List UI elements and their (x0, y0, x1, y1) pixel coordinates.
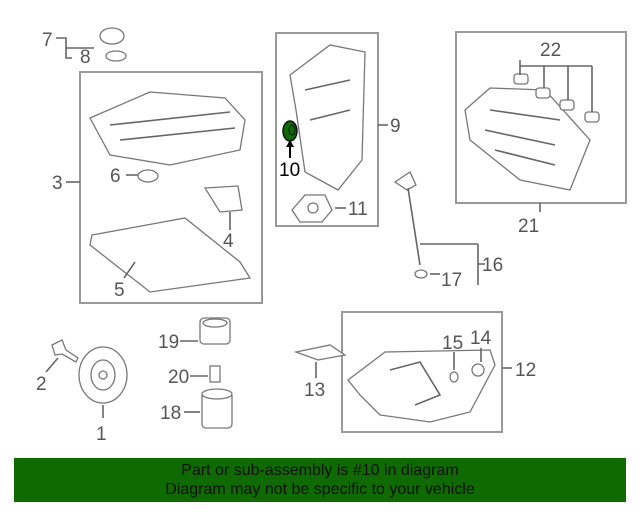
cap-gasket (105, 50, 127, 62)
oil-pump-11 (291, 194, 333, 223)
callout-12: 12 (515, 360, 536, 381)
bolt-20 (209, 365, 221, 383)
callout-11: 11 (348, 199, 368, 220)
callout-17: 17 (441, 270, 462, 291)
callout-19: 19 (158, 332, 179, 353)
timing-cover (289, 44, 366, 191)
callout-9: 9 (390, 116, 401, 137)
valve-cover-gasket-5 (89, 217, 252, 293)
callout-15: 15 (442, 333, 463, 354)
callout-6: 6 (110, 166, 121, 187)
callout-8: 8 (80, 47, 91, 68)
callout-3: 3 (52, 173, 63, 194)
callout-7: 7 (42, 30, 53, 51)
banner-line-2: Diagram may not be specific to your vehi… (165, 481, 475, 498)
callout-10-highlighted[interactable]: 10 (279, 160, 300, 181)
o-ring-17 (414, 269, 428, 279)
group-box-valve-cover (79, 71, 263, 304)
banner-line-1: Part or sub-assembly is #10 in diagram (181, 462, 459, 479)
group-box-oil-pan (341, 311, 503, 433)
oil-pan-12 (347, 349, 496, 423)
callout-22: 22 (540, 40, 561, 61)
callout-18: 18 (160, 403, 181, 424)
oil-cooler-19 (199, 317, 231, 345)
seal-6 (137, 169, 159, 183)
callout-20: 20 (168, 367, 189, 388)
callout-2: 2 (36, 374, 47, 395)
oil-filter-18 (201, 388, 233, 429)
bolt-2 (51, 339, 79, 363)
washer-15 (449, 371, 459, 383)
fitment-banner: Part or sub-assembly is #10 in diagram D… (14, 458, 626, 502)
group-box-timing-cover (275, 32, 379, 227)
callout-1: 1 (96, 424, 107, 445)
baffle-13 (293, 344, 347, 361)
callout-13: 13 (304, 380, 325, 401)
oil-filler-cap (99, 27, 125, 45)
gasket-4 (203, 185, 243, 213)
callout-4: 4 (223, 231, 234, 252)
callout-21: 21 (518, 216, 539, 237)
callout-14: 14 (470, 328, 492, 349)
crankshaft-seal-10 (282, 120, 298, 142)
intake-manifold-21 (464, 87, 591, 191)
group-box-intake-manifold (455, 31, 627, 204)
callout-16: 16 (482, 255, 503, 276)
valve-cover (89, 91, 246, 166)
drain-plug-14 (471, 363, 485, 377)
dipstick-16 (393, 171, 421, 266)
callout-5: 5 (114, 280, 125, 301)
pulley-1 (78, 346, 128, 404)
